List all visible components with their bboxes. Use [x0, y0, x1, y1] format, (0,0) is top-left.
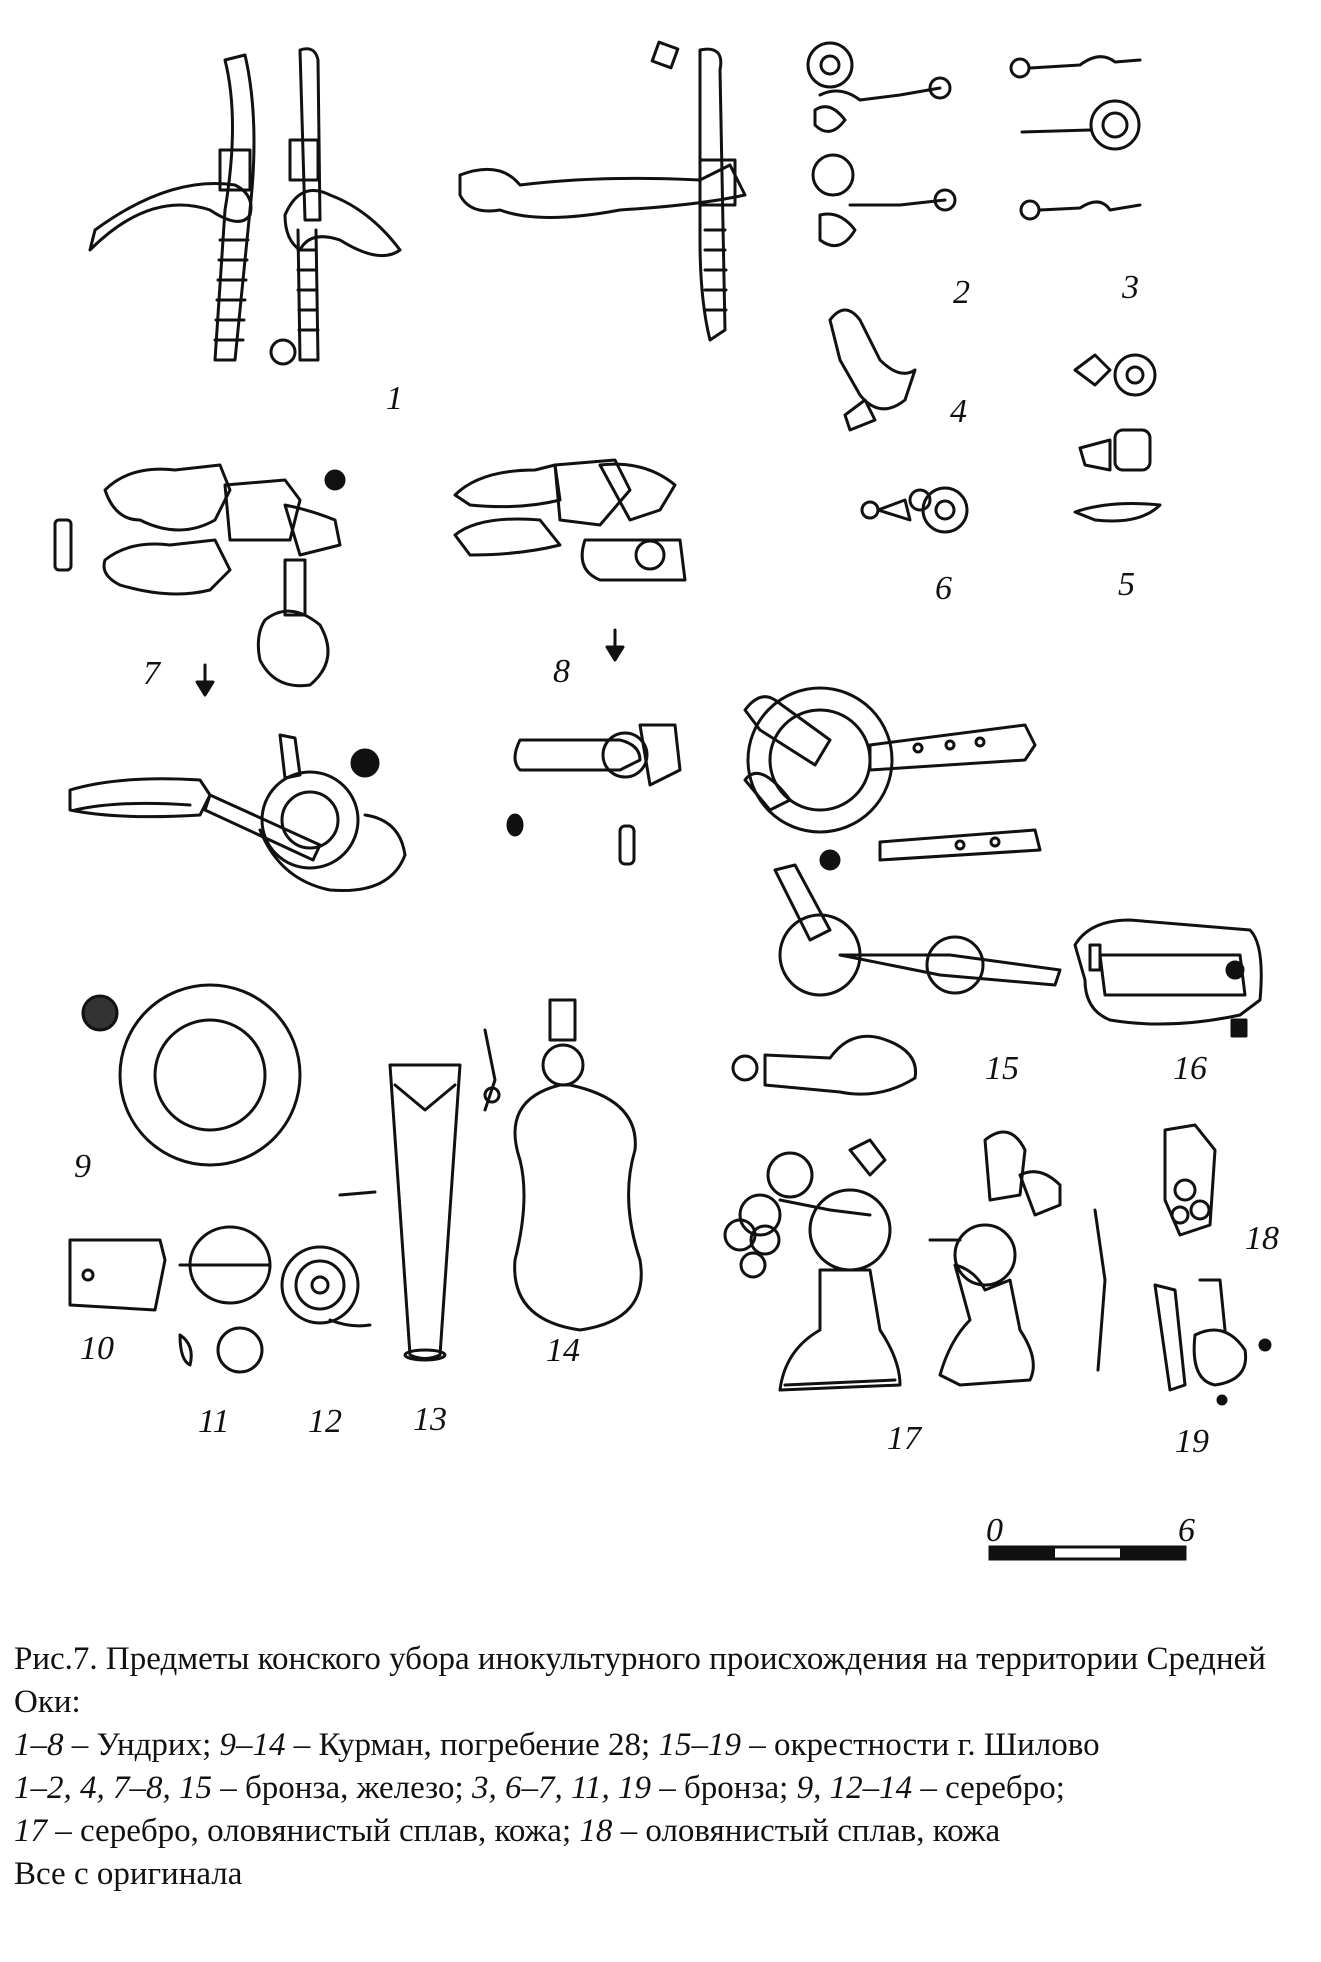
artifact-18-rods — [1093, 1208, 1107, 1372]
caption-text: – оловянистый сплав, кожа — [612, 1813, 1001, 1849]
figure-number-14: 14 — [546, 1332, 580, 1369]
caption-text: – Курман, погребение 28; — [285, 1727, 659, 1763]
caption-materials-2: 17 – серебро, оловянистый сплав, кожа; 1… — [14, 1810, 1309, 1853]
caption-range: 3, 6–7, 11, 19 — [471, 1770, 651, 1806]
artifact-14-pendant — [483, 998, 643, 1332]
figure-caption: Рис.7. Предметы конского убора инокульту… — [14, 1638, 1309, 1896]
caption-range: 9, 12–14 — [796, 1770, 913, 1806]
artifact-17-bit — [723, 1130, 1062, 1392]
figure-number-17: 17 — [887, 1420, 921, 1457]
scale-label-end: 6 — [1178, 1512, 1195, 1549]
artifact-16-buckle — [1073, 918, 1263, 1038]
figure-number-13: 13 — [413, 1401, 447, 1438]
artifact-plate-illustration — [53, 40, 1272, 1561]
figure-number-12: 12 — [308, 1403, 342, 1440]
scale-label-start: 0 — [986, 1512, 1003, 1549]
artifact-9-ring — [81, 983, 302, 1167]
artifact-4-fitting — [828, 308, 917, 432]
artifact-11-buckle — [178, 1225, 272, 1374]
caption-source: Все с оригинала — [14, 1856, 243, 1892]
artifact-1-bit-left — [88, 53, 297, 366]
artifact-15-bit — [731, 686, 1062, 1096]
caption-text: – Ундрих; — [63, 1727, 220, 1763]
figure-number-15: 15 — [985, 1050, 1019, 1087]
figure-number-7: 7 — [143, 655, 160, 692]
caption-range: 18 — [579, 1813, 613, 1849]
caption-range: 15–19 — [658, 1727, 741, 1763]
figure-number-16: 16 — [1173, 1050, 1207, 1087]
figure-number-4: 4 — [950, 393, 967, 430]
figure-number-3: 3 — [1122, 269, 1139, 306]
caption-sites: 1–8 – Ундрих; 9–14 – Курман, погребение … — [14, 1724, 1309, 1767]
artifact-10-plate — [68, 1238, 167, 1312]
artifact-7-bit — [53, 463, 407, 893]
figure-number-11: 11 — [198, 1403, 230, 1440]
figure-number-19: 19 — [1175, 1423, 1209, 1460]
caption-title: Рис.7. Предметы конского убора инокульту… — [14, 1641, 1266, 1720]
caption-text: – бронза; — [651, 1770, 797, 1806]
caption-range: 17 — [14, 1813, 47, 1849]
artifact-1-bit-long — [458, 40, 747, 342]
artifact-18-fitting — [1163, 1123, 1217, 1237]
artifact-6-fitting — [860, 486, 969, 534]
figure-number-1: 1 — [386, 380, 403, 417]
caption-text: – серебро; — [912, 1770, 1065, 1806]
caption-materials: 1–2, 4, 7–8, 15 – бронза, железо; 3, 6–7… — [14, 1767, 1309, 1810]
artifact-13-pendant — [338, 1063, 462, 1362]
caption-range: 1–8 — [14, 1727, 64, 1763]
caption-text: – бронза, железо; — [212, 1770, 472, 1806]
figure-number-10: 10 — [80, 1330, 114, 1367]
artifact-1-bit-right — [283, 47, 402, 362]
artifact-3-fitting — [1009, 55, 1142, 221]
caption-text: – серебро, оловянистый сплав, кожа; — [47, 1813, 580, 1849]
artifact-5-fittings — [1073, 353, 1162, 523]
artifact-12-disc — [280, 1245, 372, 1328]
caption-range: 1–2, 4, 7–8, 15 — [14, 1770, 212, 1806]
artifact-19-buckle — [1153, 1278, 1272, 1406]
figure-number-6: 6 — [935, 570, 952, 607]
figure-number-18: 18 — [1245, 1220, 1279, 1257]
figure-number-5: 5 — [1118, 566, 1135, 603]
scale-bar — [988, 1545, 1187, 1561]
artifact-2-fitting — [806, 41, 957, 248]
caption-text: – окрестности г. Шилово — [740, 1727, 1100, 1763]
artifact-8-bit — [453, 458, 687, 866]
caption-range: 9–14 — [219, 1727, 286, 1763]
figure-number-9: 9 — [74, 1148, 91, 1185]
figure-number-8: 8 — [553, 653, 570, 690]
figure-number-2: 2 — [953, 274, 970, 311]
